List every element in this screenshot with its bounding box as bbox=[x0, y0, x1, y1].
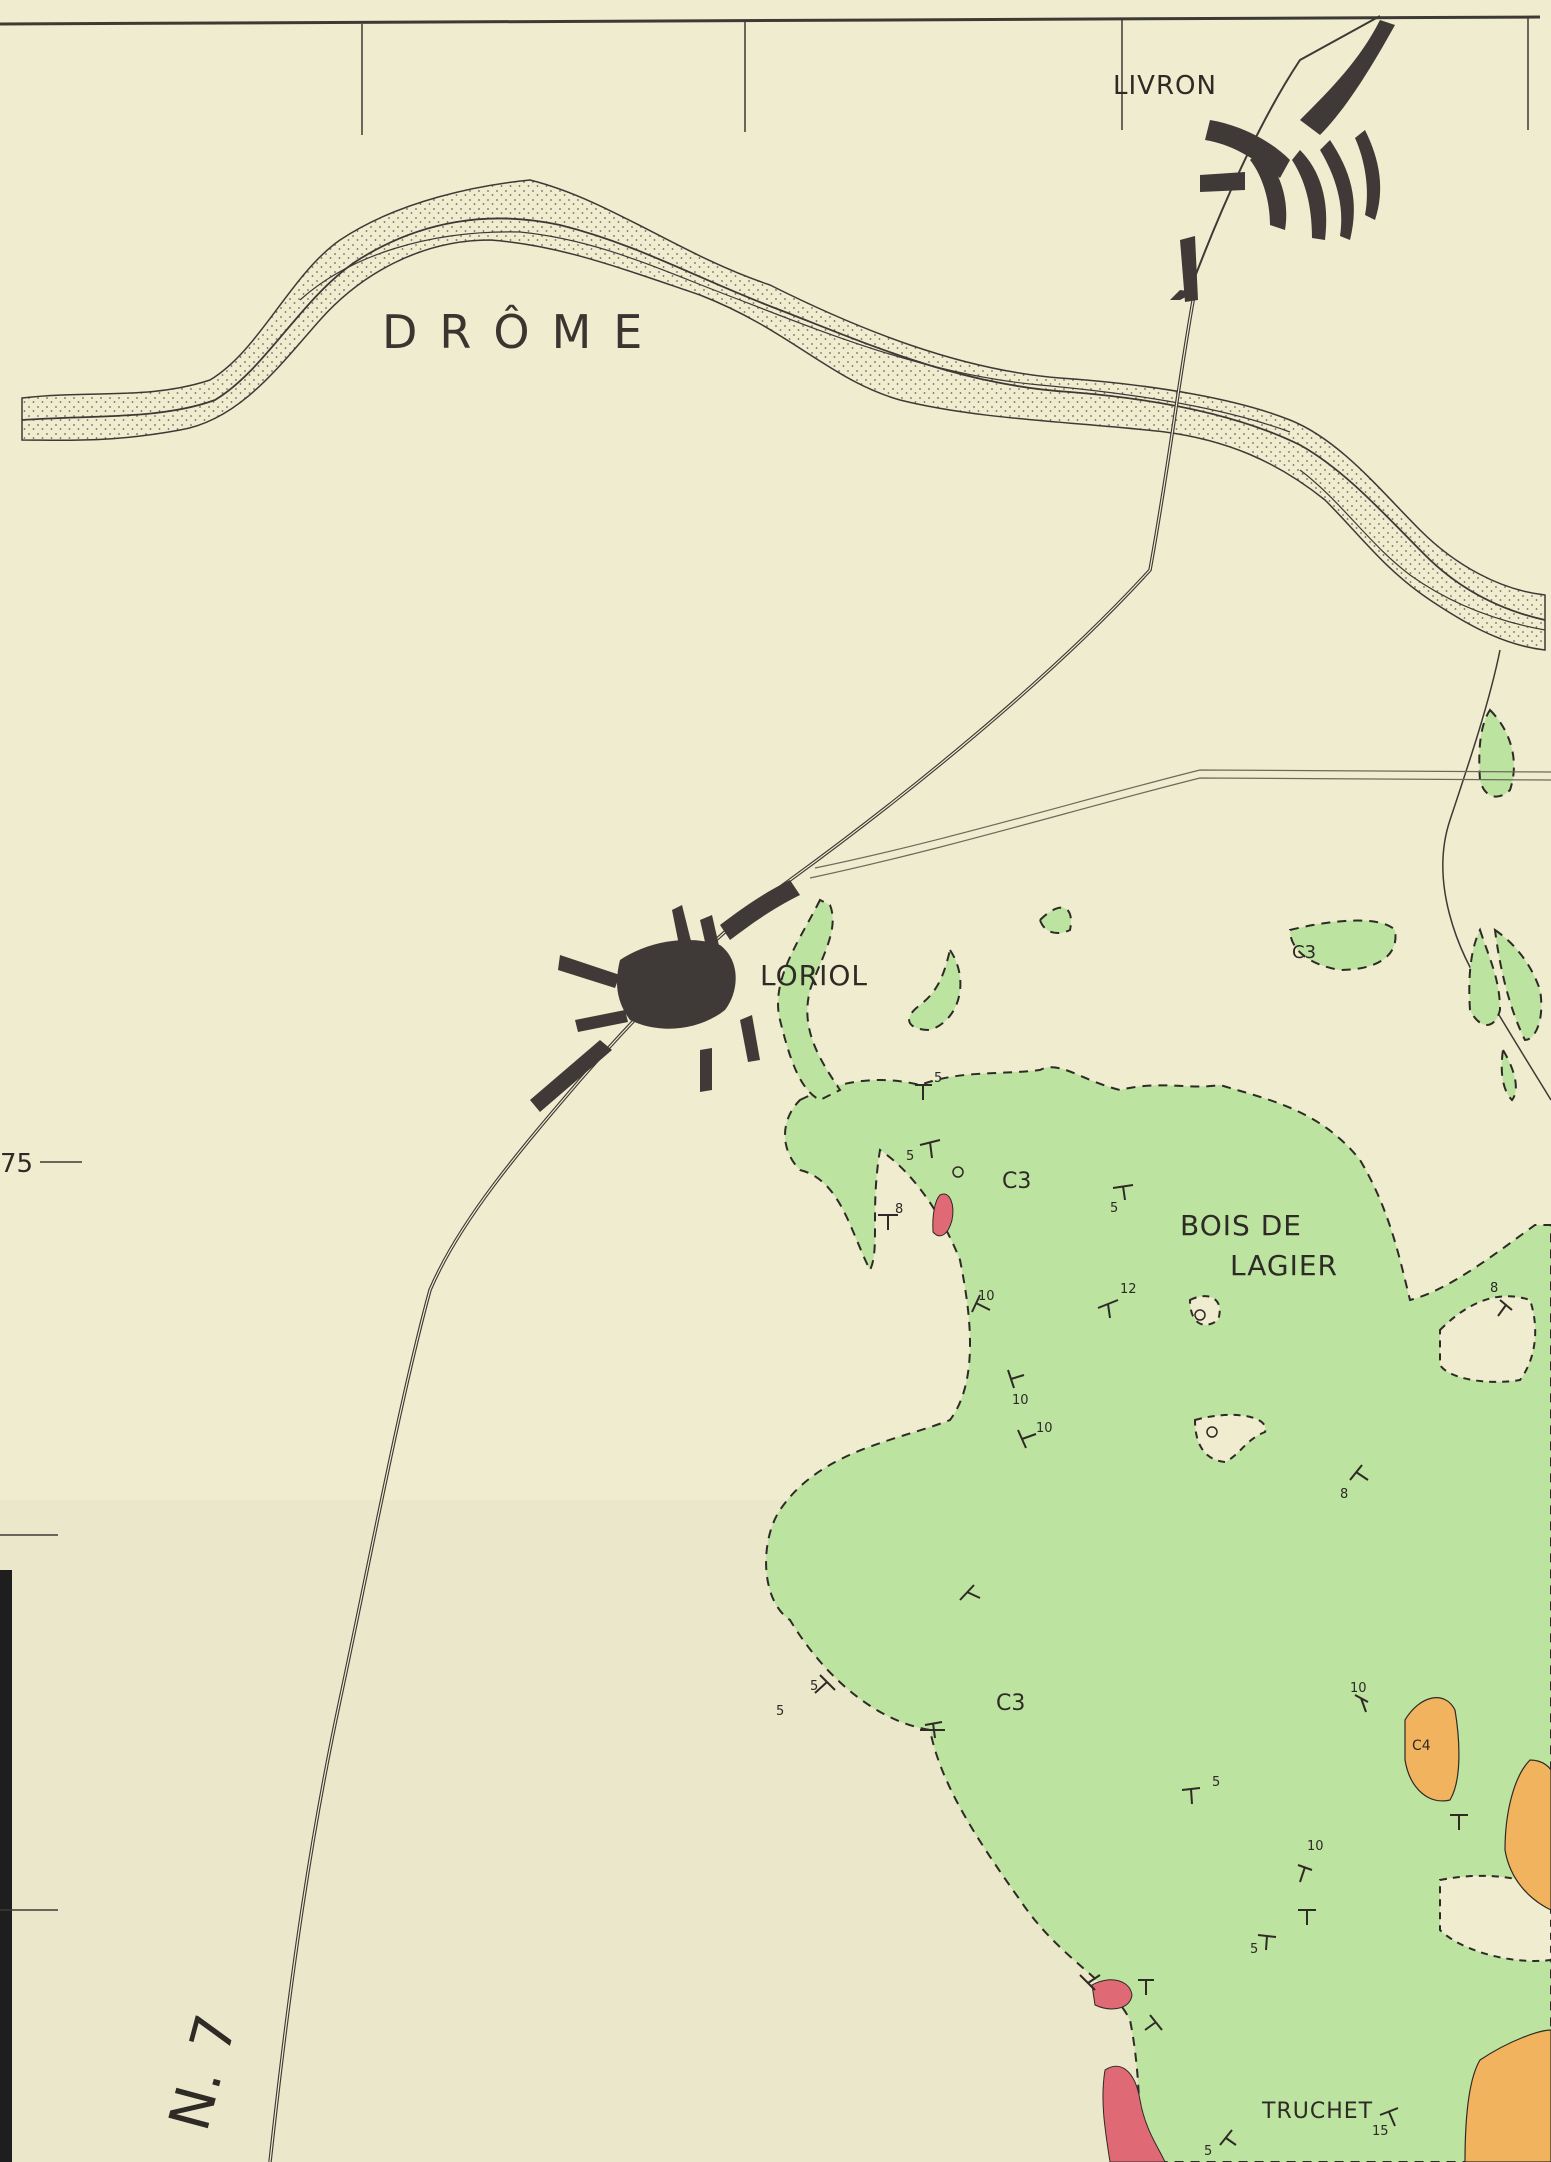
dip-label: 8 bbox=[1490, 1281, 1498, 1296]
unit-label-c3-3: C3 bbox=[1292, 942, 1316, 963]
dip-label: 10 bbox=[1350, 1681, 1367, 1696]
dip-symbols bbox=[814, 1084, 1513, 2146]
town-livron bbox=[1170, 20, 1395, 302]
unit-c3-right-2 bbox=[1468, 927, 1502, 1026]
unit-c4-2 bbox=[1504, 1759, 1551, 1911]
dip-label: 5 bbox=[776, 1704, 784, 1719]
dip-label: 5 bbox=[934, 1071, 942, 1086]
dip-label: 12 bbox=[1120, 1282, 1137, 1297]
dip-label: 10 bbox=[1036, 1421, 1053, 1436]
drome-river-channel-1 bbox=[21, 217, 1546, 621]
drome-river-bed bbox=[21, 179, 1546, 651]
unit-c4-3 bbox=[1464, 2029, 1551, 2162]
unit-label-c4: C4 bbox=[1412, 1738, 1431, 1754]
dip-label: 10 bbox=[1307, 1839, 1324, 1854]
dip-label: 10 bbox=[1012, 1393, 1029, 1408]
river-label-drome: DRÔME bbox=[382, 304, 664, 359]
place-label-loriol: LORIOL bbox=[760, 959, 868, 992]
unit-label-c3-2: C3 bbox=[996, 1691, 1025, 1716]
road-n7-inner bbox=[269, 289, 1196, 2162]
place-label-bois-de-lagier-1: BOIS DE bbox=[1180, 1209, 1302, 1242]
unit-c3-patch-1 bbox=[908, 947, 962, 1032]
unit-c3-right-1 bbox=[1478, 708, 1515, 798]
paper-left-edge bbox=[0, 1570, 12, 2162]
dip-label: 5 bbox=[1110, 1201, 1118, 1216]
unit-hole-3 bbox=[1439, 1295, 1537, 1383]
dip-label: 5 bbox=[1204, 2144, 1212, 2159]
dip-label: 15 bbox=[1372, 2124, 1389, 2139]
unit-red-1 bbox=[932, 1193, 954, 1237]
dip-label: 5 bbox=[1212, 1775, 1220, 1790]
unit-c3-loriol-arm bbox=[777, 898, 842, 1102]
place-label-truchet: TRUCHET bbox=[1261, 2099, 1373, 2124]
drome-river-channel-2 bbox=[299, 231, 1291, 433]
unit-c3-patch-3 bbox=[1288, 919, 1397, 972]
map-frame-top bbox=[0, 15, 1541, 26]
coord-label-75: 75 bbox=[0, 1149, 33, 1179]
right-stream bbox=[1442, 649, 1551, 1101]
road-livron-north bbox=[1189, 15, 1381, 291]
drome-river-channel-3 bbox=[1299, 469, 1546, 631]
spring-symbols bbox=[952, 1166, 1218, 1438]
unit-c3-main bbox=[765, 1066, 1551, 2162]
dip-label: 5 bbox=[906, 1149, 914, 1164]
road-east bbox=[814, 769, 1551, 869]
unit-red-3 bbox=[1102, 2065, 1166, 2162]
road-east-2 bbox=[809, 777, 1551, 879]
unit-red-2 bbox=[1091, 1979, 1133, 2010]
place-label-bois-de-lagier-2: LAGIER bbox=[1230, 1249, 1338, 1282]
place-label-livron: LIVRON bbox=[1113, 71, 1217, 101]
dip-label: 5 bbox=[810, 1679, 818, 1694]
dip-label: 5 bbox=[1250, 1942, 1258, 1957]
unit-c4-1 bbox=[1404, 1697, 1460, 1802]
unit-c3-right-3 bbox=[1493, 927, 1543, 1042]
unit-label-c3-1: C3 bbox=[1002, 1169, 1031, 1194]
unit-c3-patch-2 bbox=[1038, 906, 1072, 934]
dip-label: 8 bbox=[895, 1202, 903, 1217]
dip-label: 8 bbox=[1340, 1487, 1348, 1502]
dip-numbers: 5 5 8 5 12 10 10 8 8 10 5 5 10 5 10 5 5 … bbox=[776, 1071, 1498, 2159]
unit-hole-1 bbox=[1188, 1295, 1221, 1326]
unit-c3-right-4 bbox=[1500, 1047, 1517, 1102]
town-loriol bbox=[530, 880, 800, 1112]
dip-label: 10 bbox=[978, 1289, 995, 1304]
